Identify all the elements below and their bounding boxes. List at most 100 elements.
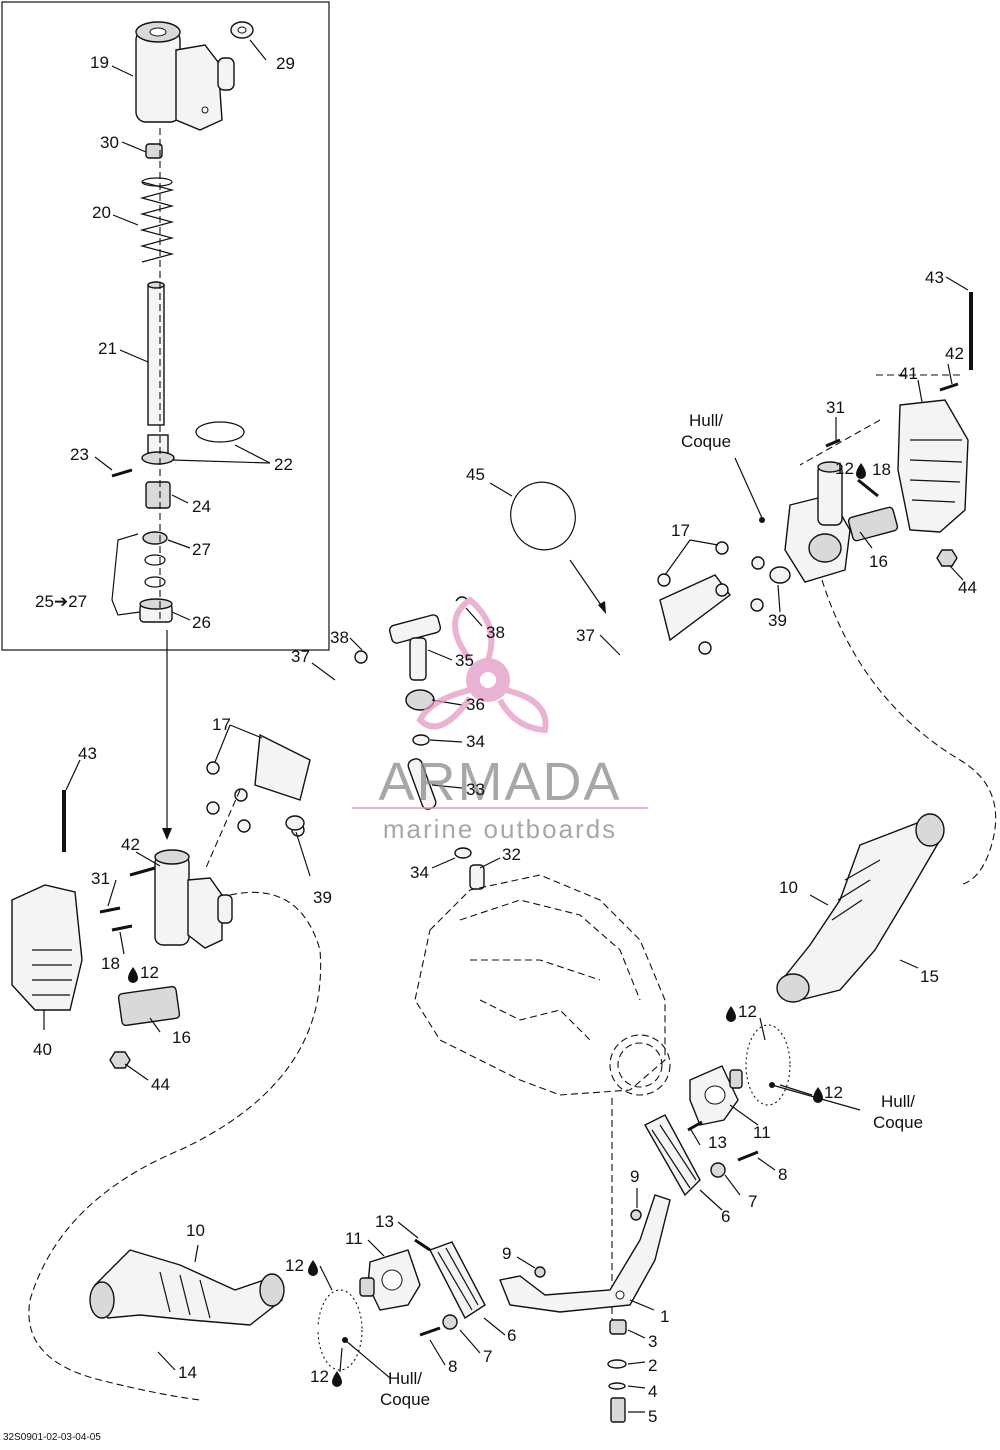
part-29-washer [230, 21, 254, 39]
part-10-venturi-right [776, 813, 945, 1003]
part-35-tee-fitting [388, 614, 442, 681]
label-34-upper: 34 [466, 732, 485, 751]
label-11-right: 11 [753, 1123, 771, 1142]
part-3-bushing [609, 1319, 627, 1335]
label-33: 33 [466, 780, 485, 799]
label-7-left: 7 [483, 1347, 492, 1366]
part-7-washer-left [442, 1314, 458, 1330]
label-25-27: 25➔27 [35, 592, 87, 611]
label-5: 5 [648, 1407, 657, 1426]
label-26: 26 [192, 613, 211, 632]
label-35: 35 [455, 651, 474, 670]
label-45: 45 [466, 465, 485, 484]
hull-note-right-line2: Coque [873, 1113, 923, 1132]
hull-note-bottom-line1: Hull/ [388, 1369, 422, 1388]
label-31-left: 31 [91, 869, 110, 888]
part-6-arm-left [429, 1241, 486, 1320]
part-18-bolt-right [857, 478, 879, 498]
part-45-ring [510, 481, 576, 551]
part-8-bolt-right [737, 1150, 759, 1162]
part-12-gasket-left [317, 1289, 363, 1371]
label-18-left: 18 [101, 954, 120, 973]
part-27-seals [142, 531, 168, 588]
hull-note-top-line2: Coque [681, 432, 731, 451]
label-43-left: 43 [78, 744, 97, 763]
part-20-spring [139, 177, 175, 263]
label-27: 27 [192, 540, 211, 559]
label-12-left-mid: 12 [285, 1256, 304, 1275]
reference-code: 32S0901-02-03-04-05 [3, 1432, 101, 1443]
part-8-bolt-left [419, 1326, 441, 1337]
label-21: 21 [98, 339, 117, 358]
label-9-lower: 9 [502, 1244, 511, 1263]
part-9-nut-upper [630, 1209, 642, 1221]
drop-icon [726, 1006, 736, 1022]
jet-pump-housing [414, 874, 671, 1096]
watermark-propeller-icon [416, 596, 549, 734]
part-11-flange-right [689, 1065, 743, 1126]
label-29: 29 [276, 54, 295, 73]
part-9-nut-lower [534, 1266, 546, 1278]
part-23-pin [111, 468, 133, 478]
label-34-lower: 34 [410, 863, 429, 882]
watermark-tagline: marine outboards [383, 814, 617, 844]
label-32: 32 [502, 845, 521, 864]
axis-right-housing [799, 419, 881, 466]
label-11-left: 11 [345, 1229, 363, 1248]
drop-icons [128, 463, 866, 1387]
part-42-screw-left [129, 866, 156, 877]
label-22: 22 [274, 455, 293, 474]
part-39-seal-left [285, 815, 305, 831]
label-37-right: 37 [576, 626, 595, 645]
label-36: 36 [466, 695, 485, 714]
part-18-bolt-left [111, 924, 133, 932]
part-24-gear [145, 481, 171, 509]
label-17-left: 17 [212, 715, 231, 734]
label-13-left: 13 [375, 1212, 394, 1231]
part-17-linkage-right [657, 541, 765, 655]
label-40: 40 [33, 1040, 52, 1059]
label-2: 2 [648, 1356, 657, 1375]
hull-note-right: Hull/ Coque [769, 1082, 923, 1132]
label-44-right: 44 [958, 578, 977, 597]
label-8-left: 8 [448, 1357, 457, 1376]
part-11-flange-left [359, 1249, 421, 1311]
part-2-washer [607, 1359, 627, 1369]
drop-icon [813, 1087, 823, 1103]
label-6-right: 6 [721, 1207, 730, 1226]
label-17-right: 17 [671, 521, 690, 540]
part-22-ring [141, 421, 245, 465]
part-16-shaft-left [117, 985, 181, 1027]
label-10-left: 10 [186, 1221, 205, 1240]
part-19-housing-left [154, 849, 233, 949]
watermark-logo: ARMADA marine outboards [352, 596, 648, 844]
label-42-right: 42 [945, 344, 964, 363]
label-18-right: 18 [872, 460, 891, 479]
part-40-cover [11, 884, 83, 1011]
hull-note-bottom-line2: Coque [380, 1390, 430, 1409]
drop-icon [856, 463, 866, 479]
part-13-bolt-left [414, 1238, 431, 1252]
drop-icon [332, 1371, 342, 1387]
watermark-brand: ARMADA [378, 752, 621, 812]
part-32-fitting [469, 864, 485, 890]
part-19-housing-right [784, 461, 851, 583]
part-7-washer-right [710, 1162, 726, 1178]
label-37-left: 37 [291, 647, 310, 666]
part-labels: 19 29 30 20 21 23 22 24 27 25➔27 26 17 3… [33, 53, 977, 1426]
label-38-left: 38 [330, 628, 349, 647]
label-42-left: 42 [121, 835, 140, 854]
label-23: 23 [70, 445, 89, 464]
label-44-left: 44 [151, 1075, 170, 1094]
label-12-left-top: 12 [140, 963, 159, 982]
label-15: 15 [920, 967, 939, 986]
part-6-arm-right [644, 1114, 701, 1197]
label-14: 14 [178, 1363, 197, 1382]
part-5-bolt [610, 1397, 626, 1423]
hull-note-top-line1: Hull/ [689, 411, 723, 430]
label-6-left: 6 [507, 1326, 516, 1345]
part-34-clamp-lower [454, 847, 472, 859]
label-39-right: 39 [768, 611, 787, 630]
